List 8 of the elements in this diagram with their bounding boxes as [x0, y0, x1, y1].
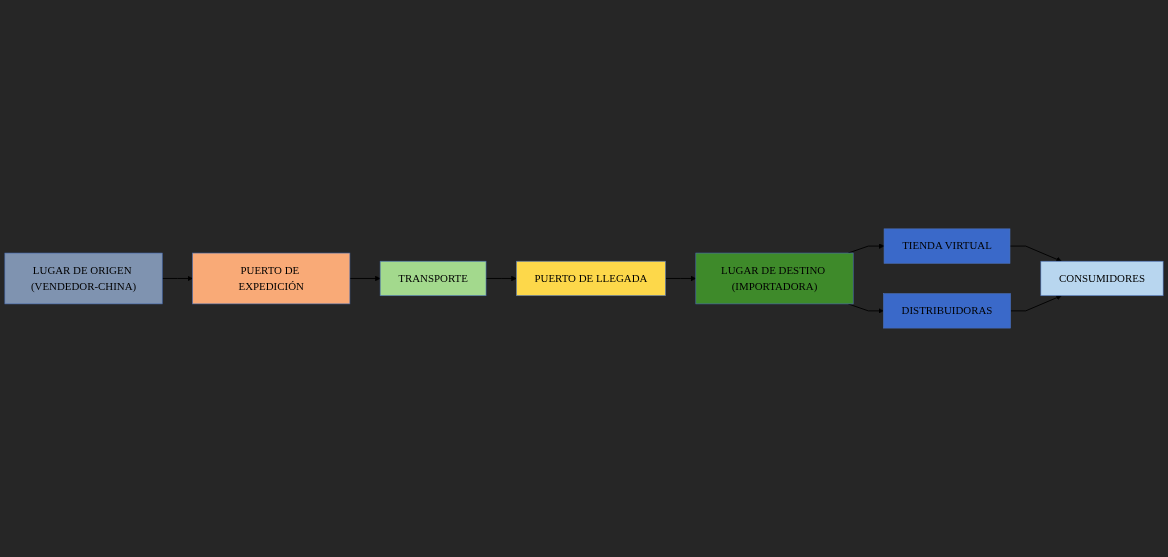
- node-box: CONSUMIDORES: [1040, 260, 1164, 297]
- node-box: LUGAR DE ORIGEN (VENDEDOR-CHINA): [4, 252, 163, 305]
- node-box: PUERTO DE EXPEDICIÓN: [192, 252, 351, 305]
- node-box: TIENDA VIRTUAL: [883, 228, 1011, 264]
- node-box: DISTRIBUIDORAS: [883, 293, 1011, 329]
- node-box: PUERTO DE LLEGADA: [516, 260, 666, 297]
- node-box: TRANSPORTE: [379, 260, 487, 297]
- node-box: LUGAR DE DESTINO (IMPORTADORA): [695, 252, 854, 305]
